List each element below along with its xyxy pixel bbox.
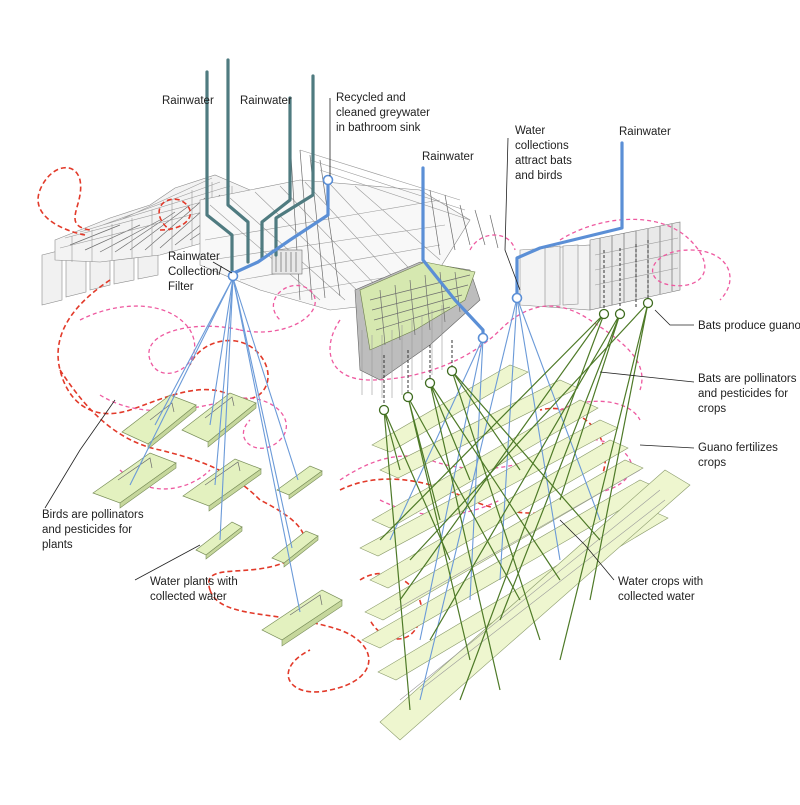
planter bbox=[181, 392, 257, 448]
bat-node bbox=[424, 377, 436, 389]
label-birds-pollinators: Birds are pollinators bbox=[42, 509, 144, 521]
label-rainwater: Rainwater bbox=[240, 95, 292, 107]
planter bbox=[121, 394, 197, 450]
collection-filter-node bbox=[227, 270, 239, 282]
label-collection-filter: Filter bbox=[168, 281, 194, 293]
label-water-crops: collected water bbox=[618, 591, 695, 603]
label-guano-fertilizes: crops bbox=[698, 457, 726, 469]
label-recycled-greywater: in bathroom sink bbox=[336, 122, 421, 134]
label-water-collections: Water bbox=[515, 125, 545, 137]
guano-drop-lines bbox=[383, 240, 649, 410]
central-stepped-building bbox=[354, 261, 481, 398]
label-water-collections: collections bbox=[515, 140, 569, 152]
planter bbox=[261, 589, 343, 647]
planter bbox=[92, 452, 177, 509]
label-rainwater: Rainwater bbox=[422, 151, 474, 163]
water-collection-node bbox=[511, 292, 523, 304]
label-collection-filter: Collection/ bbox=[168, 266, 222, 278]
label-recycled-greywater: cleaned greywater bbox=[336, 107, 430, 119]
leader-lines bbox=[44, 98, 695, 581]
label-water-collections: attract bats bbox=[515, 155, 572, 167]
label-collection-filter: Rainwater bbox=[168, 251, 220, 263]
planter bbox=[271, 530, 319, 568]
label-guano-fertilizes: Guano fertilizes bbox=[698, 442, 778, 454]
annotations: Rainwater Rainwater Recycled and cleaned… bbox=[42, 92, 800, 603]
label-bats-guano: Bats produce guano bbox=[698, 320, 800, 332]
bat-node bbox=[614, 308, 626, 320]
label-water-collections: and birds bbox=[515, 170, 563, 182]
label-water-crops: Water crops with bbox=[618, 576, 703, 588]
bat-node bbox=[598, 308, 610, 320]
bat-node bbox=[446, 365, 458, 377]
planter bbox=[276, 465, 323, 500]
label-bats-pollinators: crops bbox=[698, 403, 726, 415]
label-recycled-greywater: Recycled and bbox=[336, 92, 406, 104]
label-rainwater: Rainwater bbox=[162, 95, 214, 107]
planter bbox=[195, 521, 243, 560]
label-rainwater: Rainwater bbox=[619, 126, 671, 138]
water-collection-node bbox=[477, 332, 489, 344]
label-water-plants: collected water bbox=[150, 591, 227, 603]
collection-nodes bbox=[227, 174, 523, 344]
bat-node bbox=[402, 391, 414, 403]
greywater-node bbox=[322, 174, 334, 186]
crop-strips bbox=[359, 364, 691, 741]
label-bats-pollinators: Bats are pollinators bbox=[698, 373, 797, 385]
water-plant-lines bbox=[129, 277, 601, 701]
label-water-plants: Water plants with bbox=[150, 576, 238, 588]
bat-roost-nodes bbox=[378, 297, 654, 416]
left-planters bbox=[92, 392, 343, 647]
guano-crop-lines bbox=[379, 302, 649, 711]
bat-node bbox=[378, 404, 390, 416]
label-bats-pollinators: and pesticides for bbox=[698, 388, 788, 400]
right-panel-building bbox=[519, 221, 681, 311]
label-birds-pollinators: and pesticides for bbox=[42, 524, 132, 536]
rainwater-pipes bbox=[205, 58, 315, 272]
label-birds-pollinators: plants bbox=[42, 539, 73, 551]
bat-node bbox=[642, 297, 654, 309]
